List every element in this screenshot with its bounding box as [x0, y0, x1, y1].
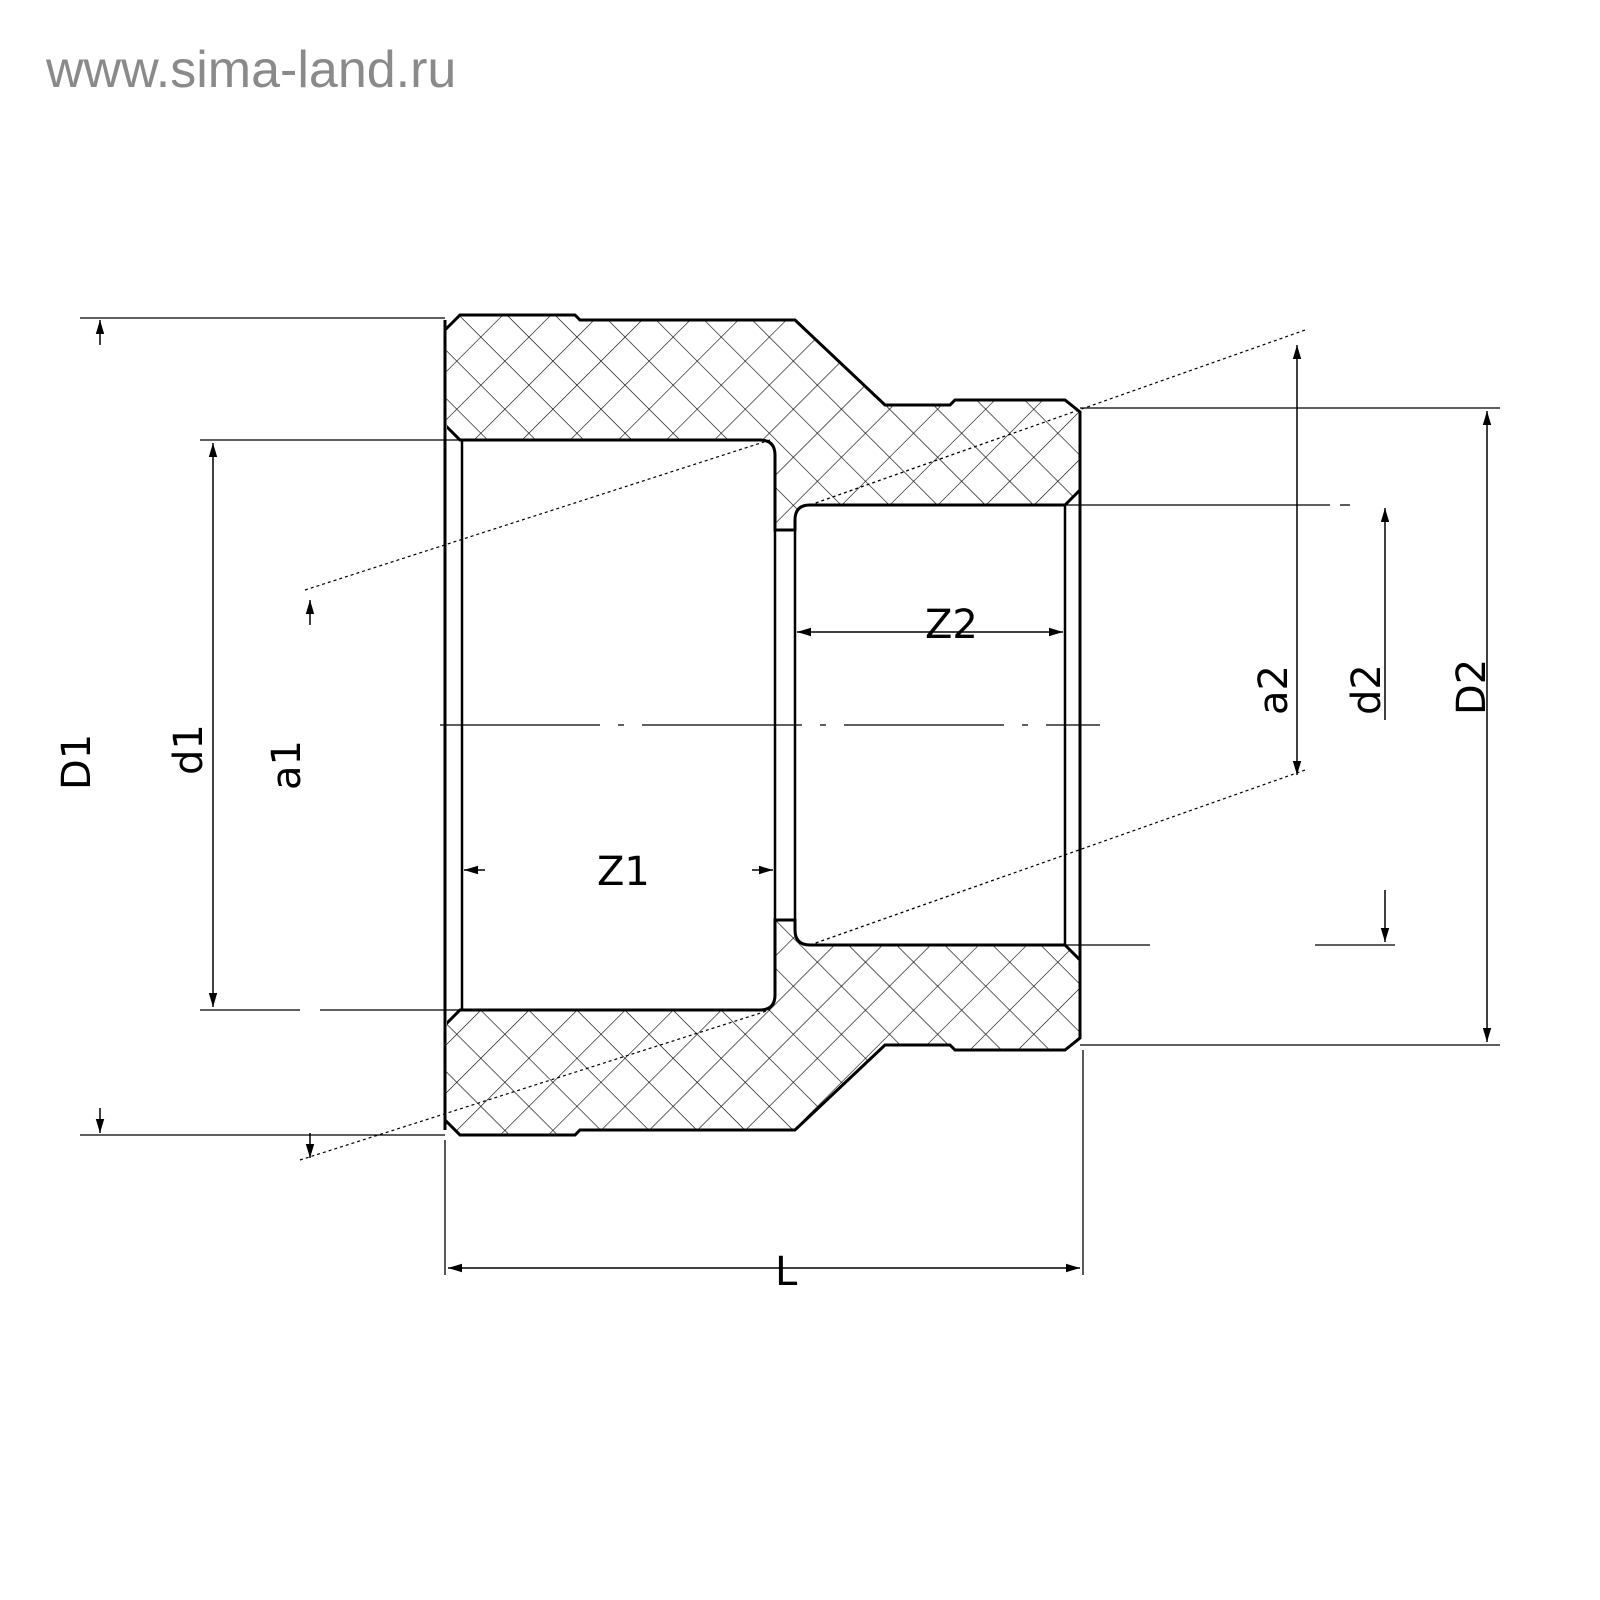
thread-lines [299, 329, 1306, 1161]
label-D1: D1 [54, 734, 100, 790]
label-d1: d1 [166, 724, 212, 775]
label-D2: D2 [1449, 659, 1495, 715]
label-Z1: Z1 [597, 849, 650, 895]
watermark: www.sima-land.ru [46, 41, 457, 99]
label-Z2: Z2 [925, 602, 978, 648]
label-d2: d2 [1344, 664, 1390, 715]
label-L: L [775, 1249, 798, 1295]
extension-lines [80, 317, 1500, 1275]
label-a2: a2 [1251, 665, 1297, 715]
label-a1: a1 [264, 740, 310, 790]
